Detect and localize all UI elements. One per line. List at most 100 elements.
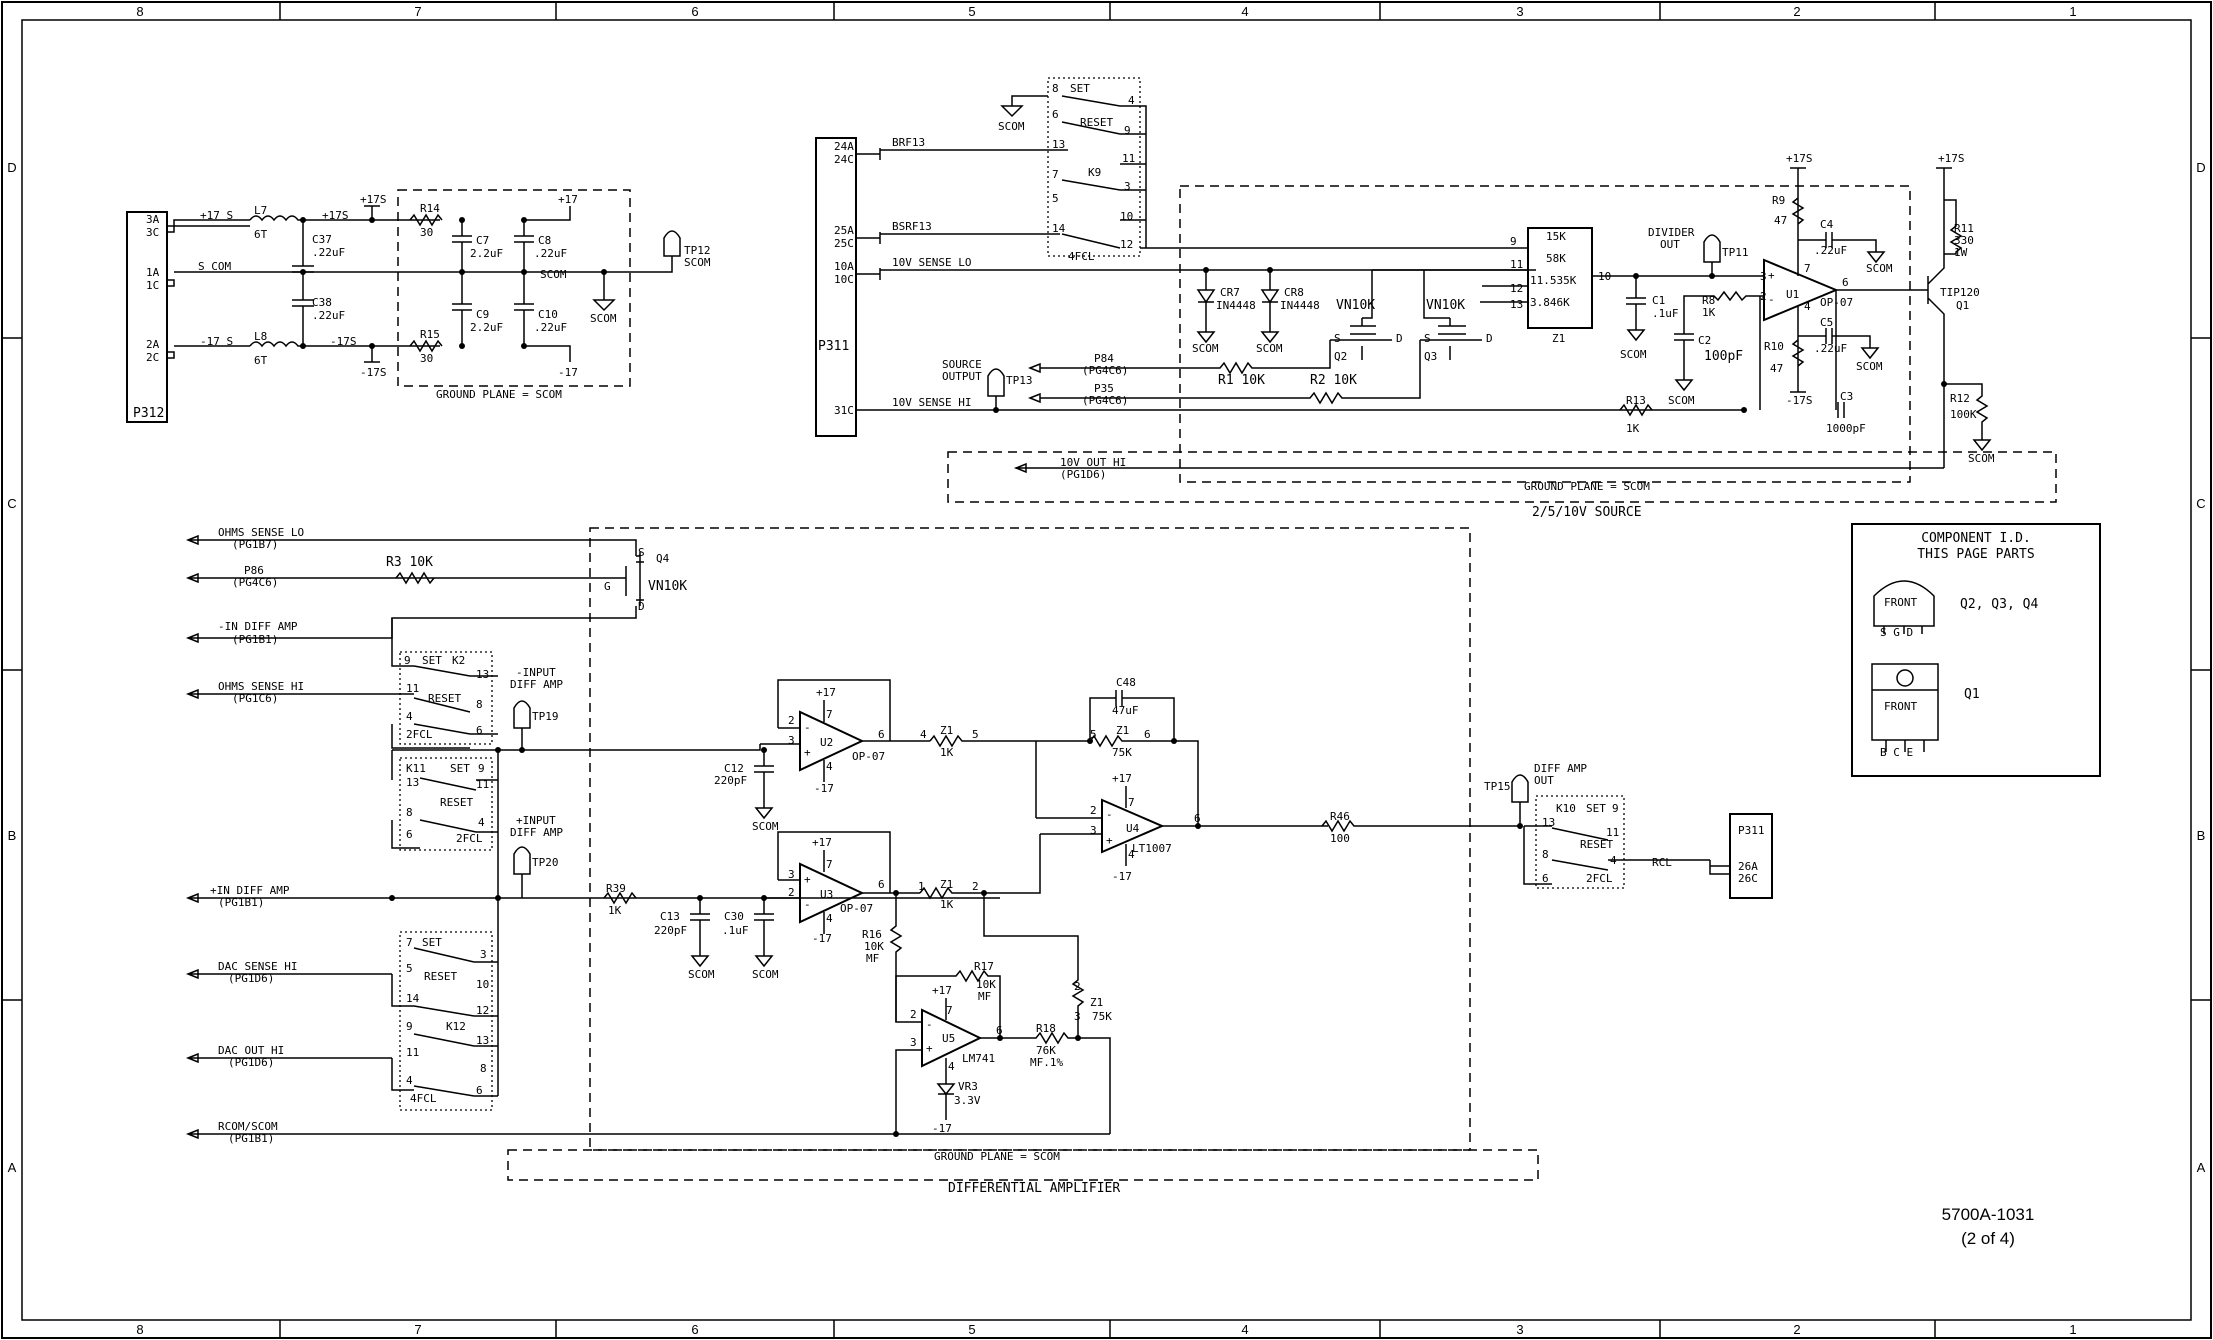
q2-s: S bbox=[1334, 332, 1341, 345]
z1-15k: 15K bbox=[1546, 230, 1566, 243]
zone-top-5: 5 bbox=[968, 4, 975, 19]
z1b-pin5: 5 bbox=[1090, 728, 1097, 741]
c37-label: C37 bbox=[312, 233, 332, 246]
c4-label: C4 bbox=[1820, 218, 1834, 231]
u3-pin7: 7 bbox=[826, 858, 833, 871]
zone-bottom-5: 5 bbox=[968, 1322, 975, 1337]
component-id-box: COMPONENT I.D. THIS PAGE PARTS FRONT S G… bbox=[1851, 523, 2101, 777]
net-label: +17S bbox=[1938, 152, 1965, 165]
r39-label: R39 bbox=[606, 882, 626, 895]
k10-set: SET bbox=[1586, 802, 1606, 815]
k12-pin4: 4 bbox=[406, 1074, 413, 1087]
net-label: -17S bbox=[1786, 394, 1813, 407]
r13-value: 1K bbox=[1626, 422, 1640, 435]
u5-label: U5 bbox=[942, 1032, 955, 1045]
net-label: +17 S bbox=[200, 209, 233, 222]
zone-left-A: A bbox=[8, 1160, 17, 1175]
zone-left-D: D bbox=[7, 160, 16, 175]
pin-label: 25A bbox=[834, 224, 854, 237]
u3-minus: - bbox=[804, 898, 811, 911]
pin-label: 24C bbox=[834, 153, 854, 166]
r10-label: R10 bbox=[1764, 340, 1784, 353]
pin-label: 10 bbox=[1120, 210, 1133, 223]
z1b-pin6: 6 bbox=[1144, 728, 1151, 741]
pin-label: 3A bbox=[146, 213, 160, 226]
q4-d: D bbox=[638, 600, 645, 613]
u5-pin7: 7 bbox=[946, 1004, 953, 1017]
tp20-caption: +INPUT bbox=[516, 814, 556, 827]
c13-label: C13 bbox=[660, 910, 680, 923]
u3-pin2: 2 bbox=[788, 886, 795, 899]
u1-pin2: 2 bbox=[1760, 290, 1767, 303]
z1a-pin5: 5 bbox=[972, 728, 979, 741]
zone-top-8: 8 bbox=[136, 4, 143, 19]
net-label: (PG1B1) bbox=[228, 1132, 274, 1145]
c38-value: .22uF bbox=[312, 309, 345, 322]
r17-value: 10K bbox=[976, 978, 996, 991]
k12-type: 4FCL bbox=[410, 1092, 437, 1105]
q4-label: Q4 bbox=[656, 552, 670, 565]
z1a-label: Z1 bbox=[940, 724, 953, 737]
k11-pin6: 6 bbox=[406, 828, 413, 841]
zone-right-B: B bbox=[2197, 828, 2206, 843]
r12-value: 100K bbox=[1950, 408, 1977, 421]
r39-value: 1K bbox=[608, 904, 622, 917]
k10-type: 2FCL bbox=[1586, 872, 1613, 885]
k12-pin12: 12 bbox=[476, 1004, 489, 1017]
net-label: 10V SENSE HI bbox=[892, 396, 971, 409]
k12-pin13: 13 bbox=[476, 1034, 489, 1047]
zone-right-D: D bbox=[2196, 160, 2205, 175]
front-label: FRONT bbox=[1884, 700, 1917, 713]
z1-3846k: 3.846K bbox=[1530, 296, 1570, 309]
tp15-caption: OUT bbox=[1534, 774, 1554, 787]
zone-top-3: 3 bbox=[1516, 4, 1523, 19]
tp15-caption: DIFF AMP bbox=[1534, 762, 1587, 775]
c8-value: .22uF bbox=[534, 247, 567, 260]
k12-pin5: 5 bbox=[406, 962, 413, 975]
pin-label: 14 bbox=[1052, 222, 1066, 235]
net-label: DAC SENSE HI bbox=[218, 960, 297, 973]
vr3-value: 3.3V bbox=[954, 1094, 981, 1107]
net-label: (PG1D6) bbox=[228, 972, 274, 985]
compid-title: COMPONENT I.D. bbox=[1921, 531, 2031, 546]
pin-label: 6 bbox=[1052, 108, 1059, 121]
net-label: OHMS SENSE LO bbox=[218, 526, 304, 539]
q3-label: Q3 bbox=[1424, 350, 1437, 363]
diffamp-section: GROUND PLANE = SCOM DIFFERENTIAL AMPLIFI… bbox=[185, 526, 1773, 1196]
q2-type: VN10K bbox=[1336, 298, 1375, 313]
u3-type: OP-07 bbox=[840, 902, 873, 915]
k2-pin9: 9 bbox=[404, 654, 411, 667]
u1-pin4: 4 bbox=[1804, 300, 1811, 313]
l8-label: L8 bbox=[254, 330, 267, 343]
pin-label: 31C bbox=[834, 404, 854, 417]
r16-label: R16 bbox=[862, 928, 882, 941]
u5-minus: - bbox=[926, 1018, 933, 1031]
source-section: P311 24A 24C 25A 25C 10A 10C 31C BRF13 B… bbox=[815, 77, 2057, 520]
document-number: 5700A-1031 bbox=[1942, 1205, 2035, 1224]
net-label: -17 bbox=[932, 1122, 952, 1135]
zone-top-4: 4 bbox=[1241, 4, 1248, 19]
k10-pin13: 13 bbox=[1542, 816, 1555, 829]
z1-pin11: 11 bbox=[1510, 258, 1523, 271]
net-label: SCOM bbox=[1856, 360, 1883, 373]
net-label: SCOM bbox=[1968, 452, 1995, 465]
front-label: FRONT bbox=[1884, 596, 1917, 609]
c1-value: .1uF bbox=[1652, 307, 1679, 320]
u1-label: U1 bbox=[1786, 288, 1799, 301]
pin-label: 7 bbox=[1052, 168, 1059, 181]
pin-label: 11 bbox=[1122, 152, 1135, 165]
q4-s: S bbox=[638, 546, 645, 559]
ground-plane-label: GROUND PLANE = SCOM bbox=[1524, 480, 1650, 493]
k9-type: 4FCL bbox=[1068, 250, 1095, 263]
u3-label: U3 bbox=[820, 888, 833, 901]
z1-pin10: 10 bbox=[1598, 270, 1611, 283]
l8-value: 6T bbox=[254, 354, 268, 367]
k12-pin10: 10 bbox=[476, 978, 489, 991]
c9-value: 2.2uF bbox=[470, 321, 503, 334]
tp13-caption: SOURCE bbox=[942, 358, 982, 371]
u1-pin6: 6 bbox=[1842, 276, 1849, 289]
zone-top-1: 1 bbox=[2069, 4, 2076, 19]
c30-value: .1uF bbox=[722, 924, 749, 937]
net-label: +17 bbox=[812, 836, 832, 849]
r15-label: R15 bbox=[420, 328, 440, 341]
